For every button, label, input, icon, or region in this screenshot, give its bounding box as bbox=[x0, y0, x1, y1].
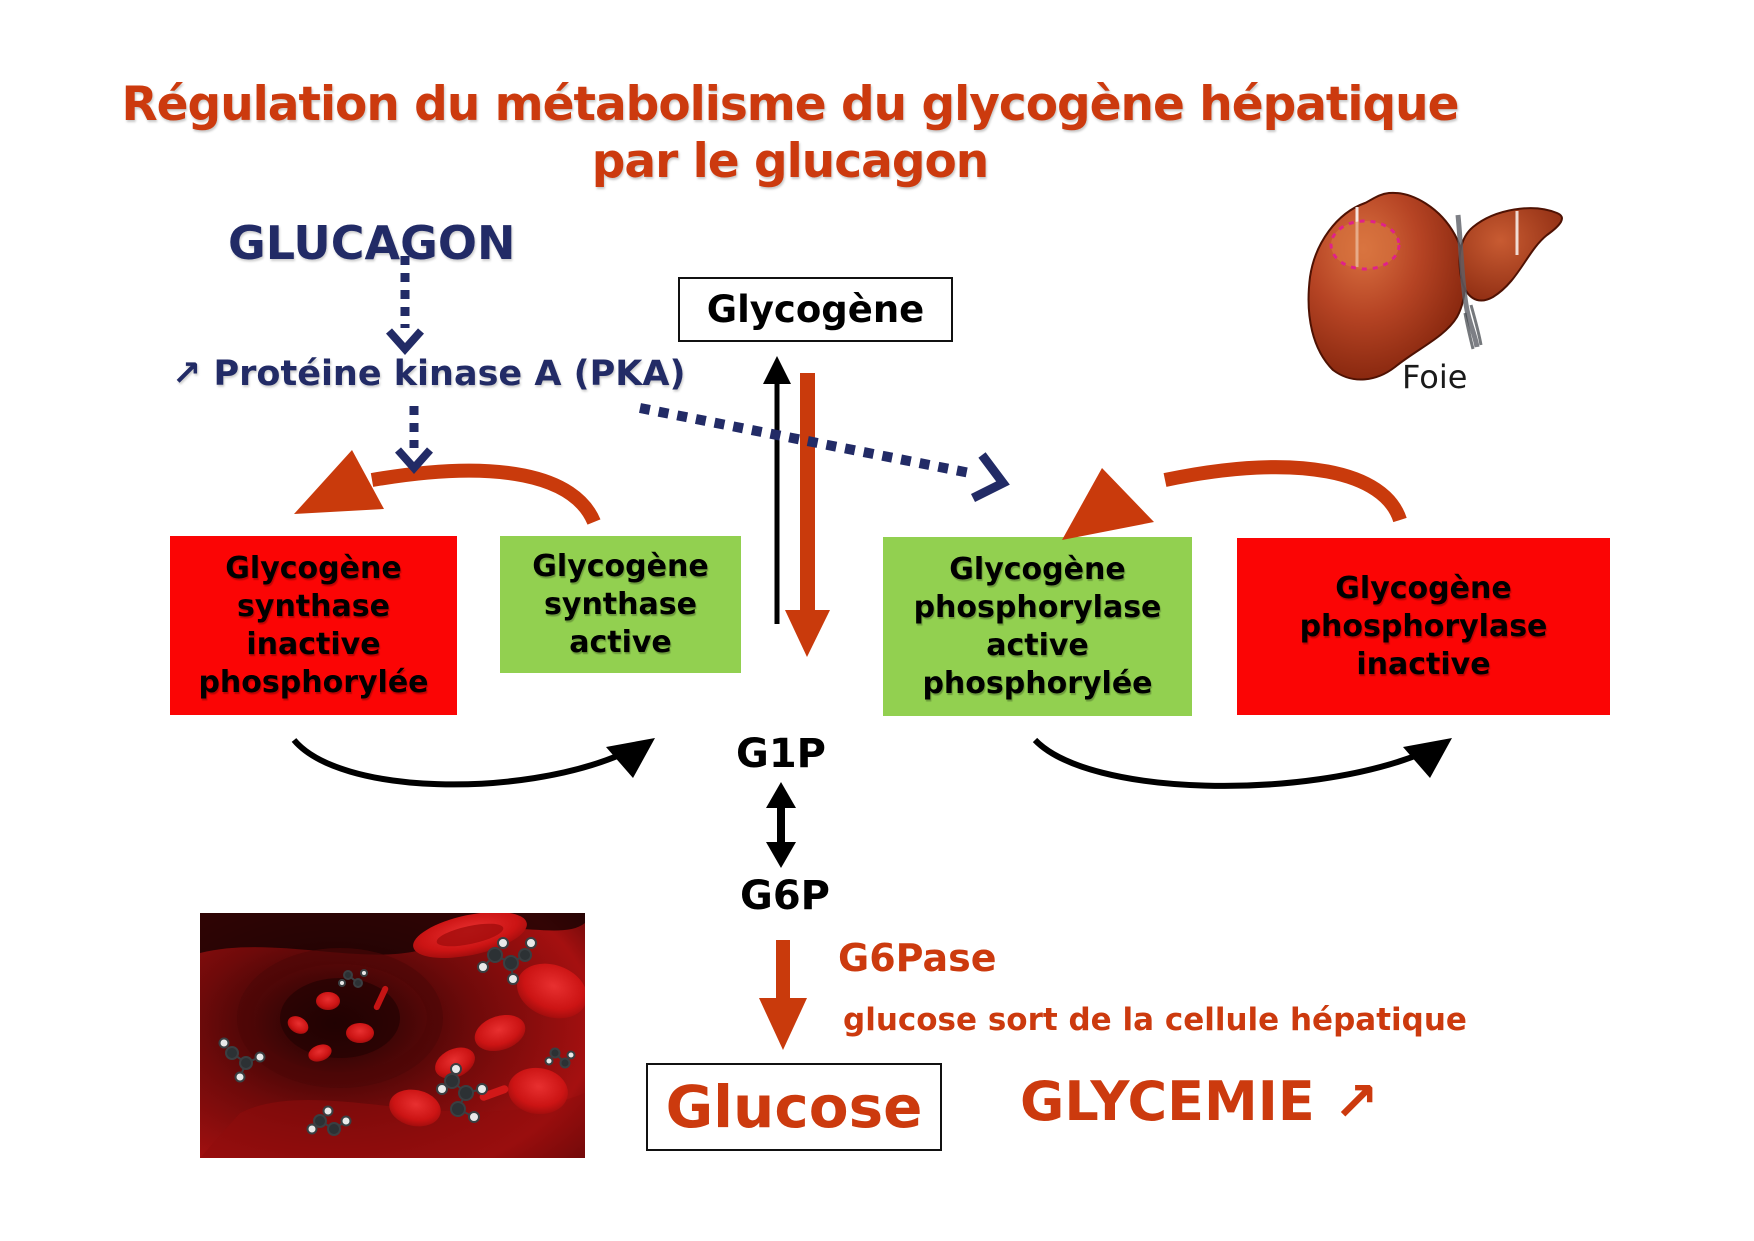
page-title: Régulation du métabolisme du glycogène h… bbox=[0, 76, 1580, 190]
glycogen-synthesis-arrow bbox=[763, 356, 791, 624]
title-line2: par le glucagon bbox=[591, 134, 989, 189]
blood-vessel-image bbox=[200, 913, 585, 1158]
g6p-label: G6P bbox=[740, 873, 830, 919]
pka-to-synthase-arrow bbox=[395, 406, 433, 475]
pka-to-phosphorylase-arrow bbox=[639, 403, 1010, 503]
glycogen-box: Glycogène bbox=[678, 277, 953, 342]
glucose-molecules bbox=[218, 937, 576, 1136]
glycogen-synthase-inactive-box: Glycogène synthase inactive phosphorylée bbox=[170, 536, 457, 715]
glycemie-label: GLYCEMIE ↗ bbox=[1020, 1070, 1379, 1133]
g6pase-arrow bbox=[759, 940, 807, 1050]
liver-image bbox=[1295, 185, 1570, 390]
synthase-return-arrow bbox=[291, 738, 655, 788]
synthase-phosphorylation-arrow bbox=[294, 450, 601, 526]
phosphorylase-return-arrow bbox=[1032, 737, 1452, 789]
g6pase-label: G6Pase bbox=[838, 936, 997, 980]
glucose-exit-label: glucose sort de la cellule hépatique bbox=[843, 1002, 1467, 1038]
g1p-g6p-double-arrow bbox=[766, 782, 796, 868]
g1p-label: G1P bbox=[736, 731, 826, 777]
glycogen-phosphorylase-inactive-box: Glycogène phosphorylase inactive bbox=[1237, 538, 1610, 715]
title-line1: Régulation du métabolisme du glycogène h… bbox=[121, 77, 1459, 132]
glucose-box: Glucose bbox=[646, 1063, 942, 1151]
phosphorylase-phosphorylation-arrow bbox=[1062, 460, 1407, 540]
glycogenolysis-arrow bbox=[785, 373, 830, 657]
glycogen-synthase-active-box: Glycogène synthase active bbox=[500, 536, 741, 673]
pka-label: ↗ Protéine kinase A (PKA) bbox=[172, 354, 686, 394]
glycogen-phosphorylase-active-box: Glycogène phosphorylase active phosphory… bbox=[883, 537, 1192, 716]
glucagon-label: GLUCAGON bbox=[228, 216, 516, 270]
liver-right-lobe bbox=[1458, 207, 1563, 302]
liver-caption: Foie bbox=[1402, 358, 1468, 396]
liver-left-lobe bbox=[1307, 191, 1466, 381]
